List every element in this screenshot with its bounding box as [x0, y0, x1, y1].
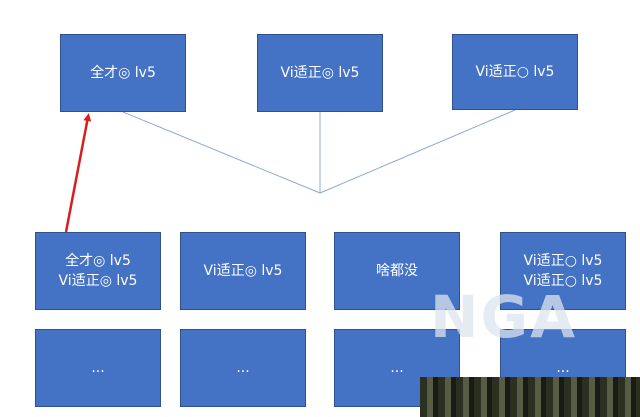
- middle-box-1: 全才◎ lv5 Vi适正◎ lv5: [35, 232, 161, 310]
- bottom-box-3-line-1: ...: [390, 360, 404, 376]
- middle-box-2-line-1: Vi适正◎ lv5: [203, 263, 283, 279]
- connector-line-left: [122, 111, 321, 194]
- top-box-2: Vi适正◎ lv5: [257, 34, 383, 112]
- image-artifact-patch: [420, 377, 640, 417]
- middle-box-1-line-2: Vi适正◎ lv5: [58, 273, 138, 289]
- top-box-2-line-1: Vi适正◎ lv5: [280, 65, 360, 81]
- bottom-box-2-line-1: ...: [236, 360, 250, 376]
- middle-box-1-line-1: 全才◎ lv5: [65, 253, 131, 269]
- bottom-box-1-line-1: ...: [91, 360, 105, 376]
- bottom-box-1: ...: [35, 329, 161, 407]
- top-box-3: Vi适正○ lv5: [452, 34, 578, 110]
- middle-box-3: 啥都没: [334, 232, 460, 310]
- middle-box-4-line-2: Vi适正○ lv5: [523, 273, 603, 289]
- bottom-box-2: ...: [180, 329, 306, 407]
- connector-line-right: [319, 109, 516, 194]
- bottom-box-4-line-1: ...: [556, 360, 570, 376]
- middle-box-2: Vi适正◎ lv5: [180, 232, 306, 310]
- top-box-3-line-1: Vi适正○ lv5: [475, 64, 555, 80]
- top-box-1: 全才◎ lv5: [60, 34, 186, 112]
- middle-box-3-line-1: 啥都没: [376, 263, 418, 279]
- middle-box-4-line-1: Vi适正○ lv5: [523, 253, 603, 269]
- red-arrow: [64, 113, 92, 233]
- top-box-1-line-1: 全才◎ lv5: [90, 65, 156, 81]
- middle-box-4: Vi适正○ lv5 Vi适正○ lv5: [500, 232, 626, 310]
